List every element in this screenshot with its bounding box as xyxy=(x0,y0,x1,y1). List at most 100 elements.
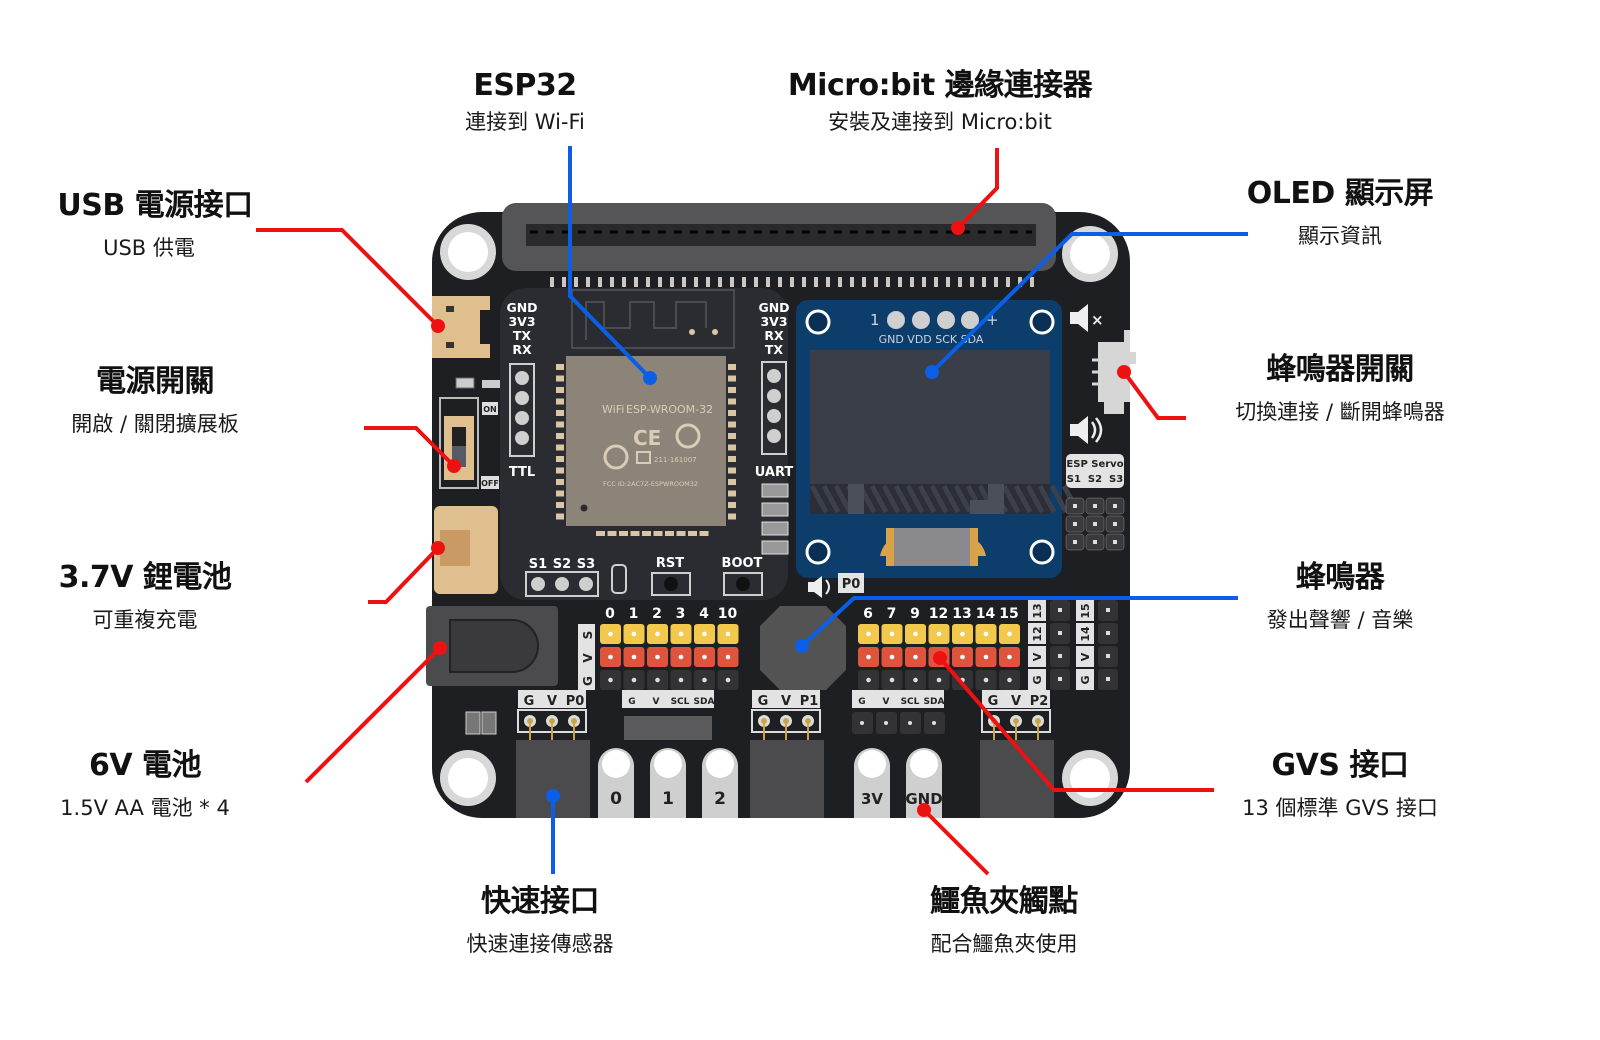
callout-subtitle: 可重複充電 xyxy=(92,608,198,632)
leader-lipo xyxy=(368,546,440,604)
gvs-pin-3[interactable]: 3 xyxy=(670,606,692,690)
gvs-pin-label: 3 xyxy=(676,606,686,622)
croc-clip-pad-3V[interactable]: 3V xyxy=(854,748,890,818)
esp-cert-number: 211-161007 xyxy=(654,456,697,464)
side-gvs-label: G xyxy=(1031,675,1044,684)
quick-port-label: P2 xyxy=(1030,694,1049,709)
mute-icon: × xyxy=(1070,304,1104,332)
croc-clip-pad-GND[interactable]: GND xyxy=(905,748,943,818)
gvs-pin-1[interactable]: 1 xyxy=(623,606,645,690)
gvs-pin-label: 0 xyxy=(605,606,615,622)
gvs-pin-15[interactable]: 15 xyxy=(999,606,1020,690)
gvs-pin-label: 13 xyxy=(952,606,971,622)
speaker-icon xyxy=(1070,416,1103,444)
callout-subtitle: 13 個標準 GVS 接口 xyxy=(1242,796,1438,820)
leader-microbit-edge xyxy=(956,148,999,230)
callout-croc-clip: 鱷魚夾觸點 配合鱷魚夾使用 xyxy=(894,884,1114,958)
microbit-edge-connector xyxy=(502,203,1056,287)
switch-off-label: OFF xyxy=(481,479,499,488)
svg-text:P0: P0 xyxy=(842,577,861,592)
quick-port-label: G xyxy=(758,694,769,709)
gvs-pin-12[interactable]: 12 xyxy=(928,606,950,690)
esp-module-model: ESP-WROOM-32 xyxy=(626,403,713,416)
callout-title: 6V 電池 xyxy=(88,748,202,783)
svg-text:TX: TX xyxy=(513,328,532,343)
svg-text:TX: TX xyxy=(765,342,784,357)
callout-microbit-edge: Micro:bit 邊緣連接器 安裝及連接到 Micro:bit xyxy=(780,68,1100,136)
mounting-hole-bl xyxy=(440,750,496,806)
lipo-battery-connector[interactable] xyxy=(434,506,498,594)
aa-battery-jack[interactable] xyxy=(426,606,558,686)
usb-power-port[interactable] xyxy=(432,296,492,358)
espressif-logo-icon xyxy=(675,423,701,449)
quick-port-label: SDA xyxy=(694,697,715,707)
croc-pad-label: 0 xyxy=(610,789,622,809)
callout-title: ESP32 xyxy=(473,68,577,103)
gvs-pin-7[interactable]: 7 xyxy=(881,606,903,690)
leader-aa-battery xyxy=(304,646,442,784)
callout-subtitle: 快速連接傳感器 xyxy=(466,932,614,956)
ttl-header[interactable]: GND 3V3 TX RX TTL xyxy=(506,300,537,480)
quick-port-label: SCL xyxy=(901,697,920,707)
gvs-row-label: V xyxy=(581,653,595,663)
callout-aa-battery: 6V 電池 1.5V AA 電池 * 4 xyxy=(40,748,250,822)
callout-power-switch: 電源開關 開啟 / 關閉擴展板 xyxy=(50,364,260,438)
svg-text:RST: RST xyxy=(656,556,684,571)
gvs-pin-10[interactable]: 10 xyxy=(717,606,739,690)
gvs-pin-label: 7 xyxy=(887,606,897,622)
gvs-pin-label: 12 xyxy=(929,606,948,622)
svg-text:S3: S3 xyxy=(577,557,595,572)
gvs-pin-0[interactable]: 0 xyxy=(600,606,621,690)
callout-title: GVS 接口 xyxy=(1271,748,1409,783)
uart-label: UART xyxy=(755,465,794,480)
leader-buzzer xyxy=(800,596,1238,648)
svg-text:ESP Servo: ESP Servo xyxy=(1066,459,1123,470)
side-gvs-label: 12 xyxy=(1031,626,1044,641)
uart-header[interactable]: GND 3V3 RX TX UART xyxy=(755,300,794,555)
gvs-pin-14[interactable]: 14 xyxy=(975,606,997,690)
svg-text:GND: GND xyxy=(506,300,537,315)
leader-oled xyxy=(930,232,1248,374)
svg-text:BOOT: BOOT xyxy=(722,556,763,571)
rst-button[interactable]: RST xyxy=(651,556,691,596)
quick-port-label: SCL xyxy=(671,697,690,707)
oled-pin-index: 1 xyxy=(870,311,880,329)
gvs-pin-label: 1 xyxy=(629,606,639,622)
esp-servo-header[interactable]: S1 S2 S3 xyxy=(525,557,599,597)
buzzer-p0-label: P0 xyxy=(808,573,864,598)
side-gvs-label: 13 xyxy=(1031,603,1044,618)
gvs-pin-2[interactable]: 2 xyxy=(647,606,668,690)
buzzer-switch[interactable] xyxy=(1092,330,1136,414)
quick-port-label: P0 xyxy=(566,694,585,709)
croc-clip-pad-0[interactable]: 0 xyxy=(598,748,634,818)
boot-button[interactable]: BOOT xyxy=(722,556,763,596)
callout-subtitle: USB 供電 xyxy=(103,236,195,260)
croc-clip-pad-1[interactable]: 1 xyxy=(650,748,686,818)
gvs-pin-label: 2 xyxy=(652,606,662,622)
callout-title: 蜂鳴器開關 xyxy=(1266,352,1414,387)
callout-oled: OLED 顯示屏 顯示資訊 xyxy=(1230,176,1450,250)
esp-module-brand: WiFi xyxy=(602,403,624,416)
side-gvs-label: 14 xyxy=(1079,626,1092,642)
esp-servo-pin-grid[interactable] xyxy=(1065,497,1125,551)
gvs-pin-9[interactable]: 9 xyxy=(905,606,926,690)
gvs-pin-13[interactable]: 13 xyxy=(952,606,973,690)
leader-power-switch xyxy=(364,426,456,468)
callout-title: 鱷魚夾觸點 xyxy=(930,884,1078,919)
callout-title: Micro:bit 邊緣連接器 xyxy=(787,68,1093,103)
quick-port-label: V xyxy=(883,697,890,707)
croc-clip-pad-2[interactable]: 2 xyxy=(702,748,738,818)
gvs-pin-6[interactable]: 6 xyxy=(858,606,879,690)
callout-buzzer-switch: 蜂鳴器開關 切換連接 / 斷開蜂鳴器 xyxy=(1220,352,1460,426)
gvs-pin-4[interactable]: 4 xyxy=(694,606,715,690)
leader-croc-clip xyxy=(922,808,990,876)
